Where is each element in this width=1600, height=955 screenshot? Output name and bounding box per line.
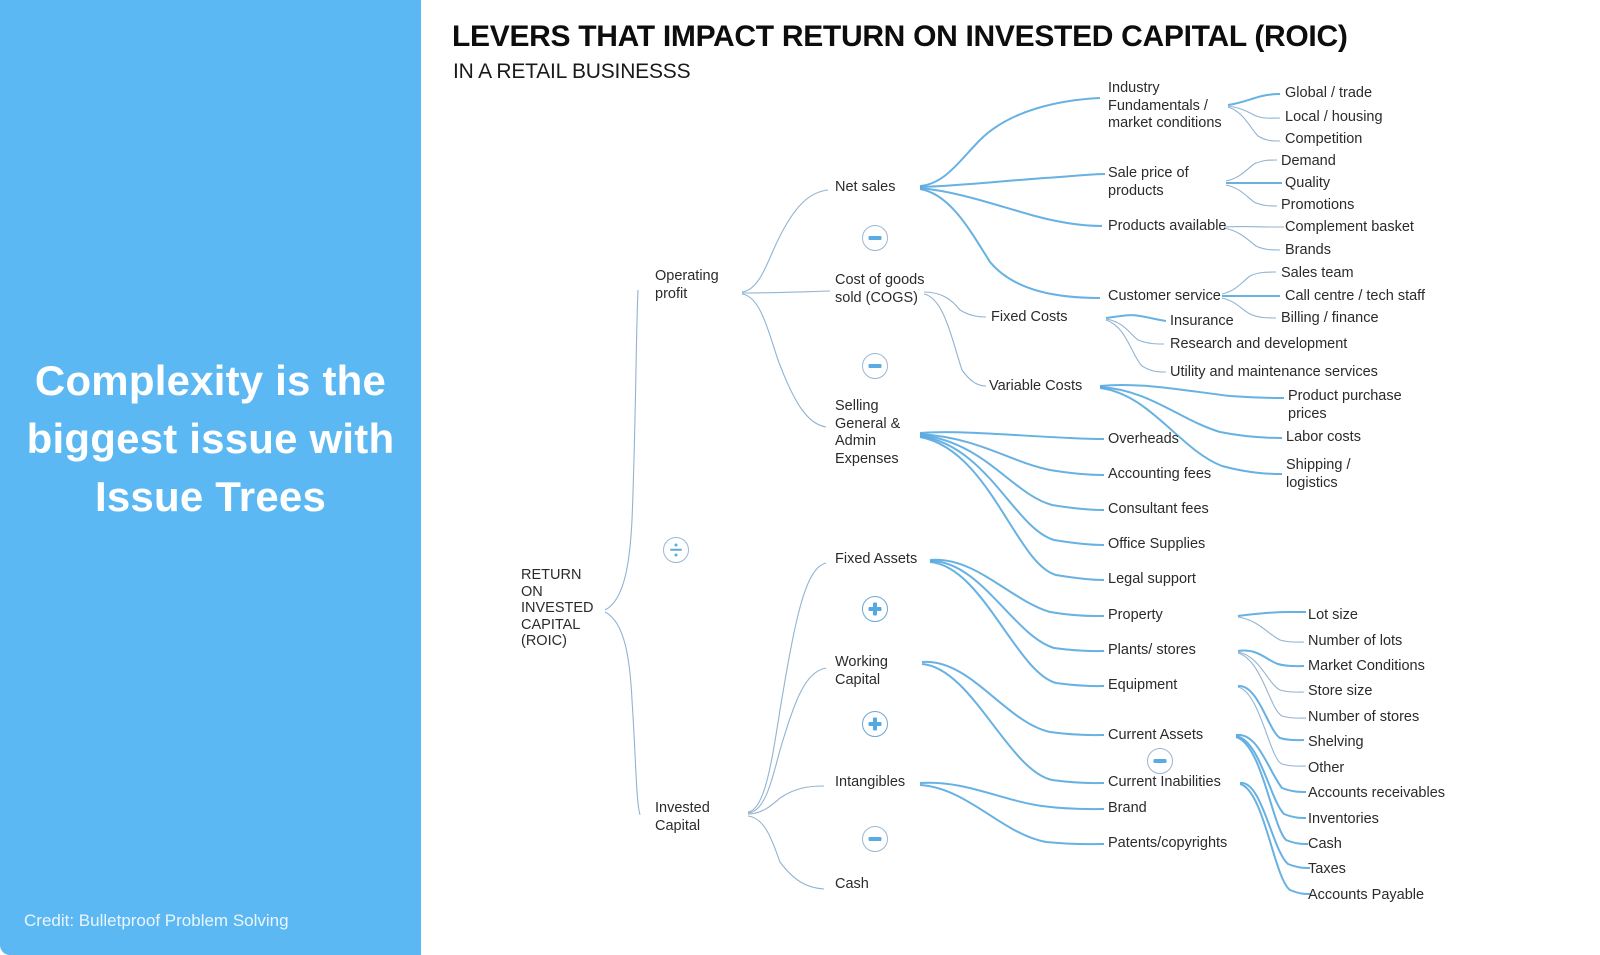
tree-node-sga[interactable]: Selling General & Admin Expenses bbox=[835, 398, 901, 467]
tree-node-competition[interactable]: Competition bbox=[1285, 131, 1363, 147]
page-title: LEVERS THAT IMPACT RETURN ON INVESTED CA… bbox=[452, 20, 1348, 53]
tree-node-number-of-stores[interactable]: Number of stores bbox=[1308, 709, 1420, 725]
tree-node-industry-fundamentals[interactable]: Industry Fundamentals / market condition… bbox=[1108, 80, 1222, 131]
tree-node-office-supplies[interactable]: Office Supplies bbox=[1108, 536, 1206, 552]
tree-node-accounts-receivables[interactable]: Accounts receivables bbox=[1308, 785, 1446, 801]
left-headline: Complexity is the biggest issue with Iss… bbox=[26, 357, 395, 520]
tree-node-labor-costs[interactable]: Labor costs bbox=[1286, 429, 1361, 445]
tree-node-shelving[interactable]: Shelving bbox=[1308, 734, 1364, 750]
operator-plus-icon-workingcapital-intangibles bbox=[862, 711, 888, 737]
credit-label: Credit: Bulletproof Problem Solving bbox=[24, 911, 289, 930]
tree-node-cash-current-assets[interactable]: Cash bbox=[1308, 836, 1342, 852]
tree-node-invested-capital[interactable]: Invested Capital bbox=[655, 800, 710, 834]
tree-node-plants-stores[interactable]: Plants/ stores bbox=[1108, 642, 1196, 658]
tree-node-property[interactable]: Property bbox=[1108, 607, 1163, 623]
tree-node-working-capital[interactable]: Working Capital bbox=[835, 654, 888, 688]
tree-node-research-development[interactable]: Research and development bbox=[1170, 336, 1348, 352]
tree-node-accounting-fees[interactable]: Accounting fees bbox=[1108, 466, 1212, 482]
tree-node-number-of-lots[interactable]: Number of lots bbox=[1308, 633, 1403, 649]
operator-plus-icon-fixedassets-workingcapital bbox=[862, 596, 888, 622]
tree-node-current-inabilities[interactable]: Current Inabilities bbox=[1108, 774, 1221, 790]
tree-node-products-available[interactable]: Products available bbox=[1108, 218, 1227, 234]
tree-node-billing-finance[interactable]: Billing / finance bbox=[1281, 310, 1379, 326]
tree-node-root[interactable]: RETURN ON INVESTED CAPITAL (ROIC) bbox=[521, 567, 594, 649]
tree-node-net-sales[interactable]: Net sales bbox=[835, 179, 896, 195]
tree-node-operating-profit[interactable]: Operating profit bbox=[655, 268, 719, 302]
page-subtitle: IN A RETAIL BUSINESSS bbox=[453, 60, 691, 83]
operator-minus-icon-intangibles-cash bbox=[862, 826, 888, 852]
tree-node-equipment[interactable]: Equipment bbox=[1108, 677, 1178, 693]
tree-node-promotions[interactable]: Promotions bbox=[1281, 197, 1355, 213]
tree-node-sale-price[interactable]: Sale price of products bbox=[1108, 165, 1189, 199]
tree-node-patents-copyrights[interactable]: Patents/copyrights bbox=[1108, 835, 1228, 851]
tree-node-insurance[interactable]: Insurance bbox=[1170, 313, 1234, 329]
tree-node-legal-support[interactable]: Legal support bbox=[1108, 571, 1196, 587]
tree-node-quality[interactable]: Quality bbox=[1285, 175, 1331, 191]
tree-node-market-conditions[interactable]: Market Conditions bbox=[1308, 658, 1425, 674]
tree-node-utility-maintenance[interactable]: Utility and maintenance services bbox=[1170, 364, 1378, 380]
tree-node-brand[interactable]: Brand bbox=[1108, 800, 1147, 816]
tree-node-lot-size[interactable]: Lot size bbox=[1308, 607, 1358, 623]
tree-node-complement-basket[interactable]: Complement basket bbox=[1285, 219, 1414, 235]
tree-node-fixed-costs[interactable]: Fixed Costs bbox=[991, 309, 1068, 325]
tree-node-call-centre[interactable]: Call centre / tech staff bbox=[1285, 288, 1425, 304]
tree-node-product-purchase-prices[interactable]: Product purchase prices bbox=[1288, 388, 1402, 422]
tree-node-cash-invested[interactable]: Cash bbox=[835, 876, 869, 892]
tree-node-local-housing[interactable]: Local / housing bbox=[1285, 109, 1383, 125]
tree-node-brands[interactable]: Brands bbox=[1285, 242, 1331, 258]
tree-node-variable-costs[interactable]: Variable Costs bbox=[989, 378, 1083, 394]
tree-node-store-size[interactable]: Store size bbox=[1308, 683, 1373, 699]
tree-node-cogs[interactable]: Cost of goods sold (COGS) bbox=[835, 272, 925, 306]
tree-node-consultant-fees[interactable]: Consultant fees bbox=[1108, 501, 1209, 517]
operator-divide-icon bbox=[663, 537, 689, 563]
tree-node-shipping-logistics[interactable]: Shipping / logistics bbox=[1286, 457, 1351, 491]
tree-node-inventories[interactable]: Inventories bbox=[1308, 811, 1379, 827]
operator-minus-icon-currentassets-liabilities bbox=[1147, 748, 1173, 774]
tree-node-customer-service[interactable]: Customer service bbox=[1108, 288, 1221, 304]
operator-minus-icon-netsales-cogs bbox=[862, 225, 888, 251]
left-blue-panel: Complexity is the biggest issue with Iss… bbox=[0, 0, 421, 955]
tree-node-demand[interactable]: Demand bbox=[1281, 153, 1336, 169]
tree-node-global-trade[interactable]: Global / trade bbox=[1285, 85, 1373, 101]
tree-node-accounts-payable[interactable]: Accounts Payable bbox=[1308, 887, 1425, 903]
operator-minus-icon-cogs-sga bbox=[862, 353, 888, 379]
tree-node-intangibles[interactable]: Intangibles bbox=[835, 774, 906, 790]
tree-node-fixed-assets[interactable]: Fixed Assets bbox=[835, 551, 918, 567]
tree-node-taxes[interactable]: Taxes bbox=[1308, 861, 1346, 877]
tree-node-sales-team[interactable]: Sales team bbox=[1281, 265, 1354, 281]
tree-node-overheads[interactable]: Overheads bbox=[1108, 431, 1179, 447]
tree-node-current-assets[interactable]: Current Assets bbox=[1108, 727, 1204, 743]
tree-node-other[interactable]: Other bbox=[1308, 760, 1345, 776]
